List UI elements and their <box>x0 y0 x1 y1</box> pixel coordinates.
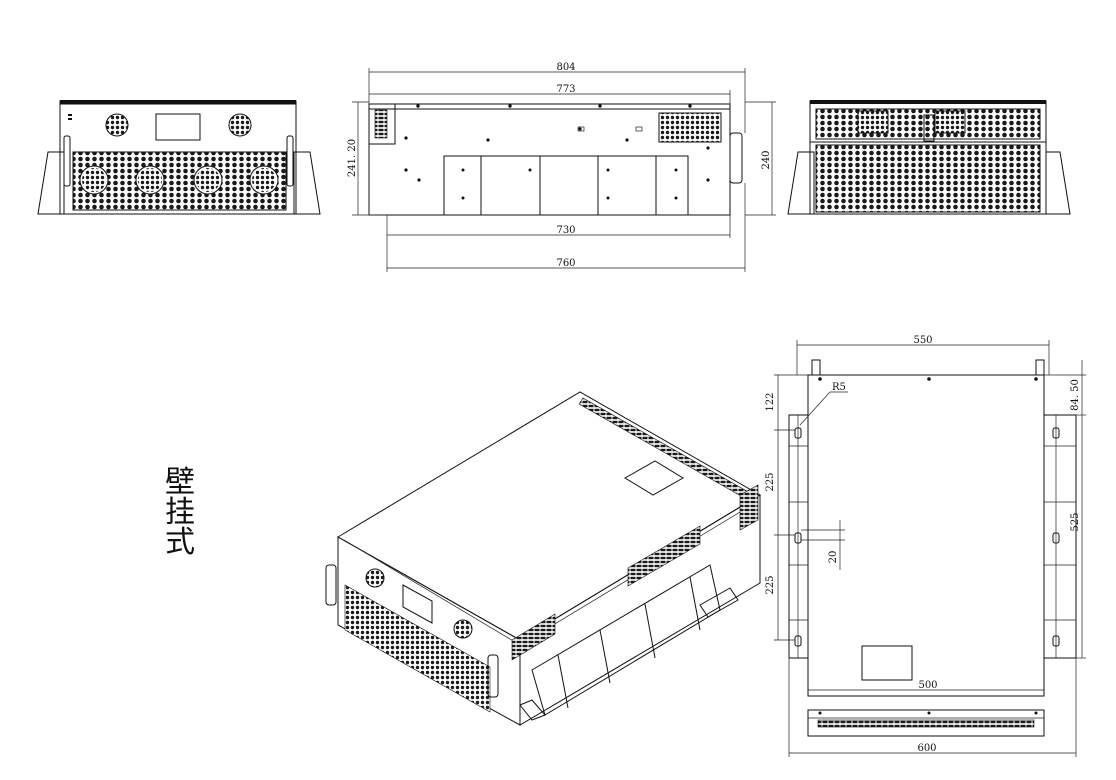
dim-side-overall: 804 <box>556 62 575 73</box>
dim-plan-pitch-1: 225 <box>765 472 776 491</box>
dim-plan-bottom-inner: 500 <box>918 680 937 691</box>
dim-side-height-left: 241. 20 <box>347 139 358 177</box>
mount-type-char-1: 壁 <box>165 465 195 500</box>
dim-side-base-inner: 730 <box>556 225 575 236</box>
isometric-view <box>325 391 761 726</box>
mount-type-label: 壁 挂 式 <box>160 468 200 558</box>
dim-plan-right-span: 525 <box>1070 512 1081 531</box>
dim-side-height-right: 240 <box>761 150 772 169</box>
rear-view <box>787 100 1071 215</box>
side-view: 804 773 730 760 241. 20 240 <box>347 62 776 272</box>
dim-plan-slot: 20 <box>828 551 839 564</box>
dim-plan-top-offset: 122 <box>765 392 776 411</box>
mount-type-char-2: 挂 <box>165 495 195 530</box>
dim-plan-radius: R5 <box>832 382 846 393</box>
dim-plan-right-offset: 84. 50 <box>1070 379 1081 411</box>
mount-type-char-3: 式 <box>165 525 195 560</box>
dim-plan-top-width: 550 <box>913 335 932 346</box>
dim-side-base-outer: 760 <box>556 258 575 269</box>
dim-plan-pitch-2: 225 <box>765 575 776 594</box>
dim-side-body: 773 <box>556 84 575 95</box>
plan-view: 550 500 600 122 225 225 20 84. 50 525 R5 <box>765 335 1086 757</box>
front-view <box>37 100 321 215</box>
dim-plan-bottom-outer: 600 <box>917 743 936 754</box>
